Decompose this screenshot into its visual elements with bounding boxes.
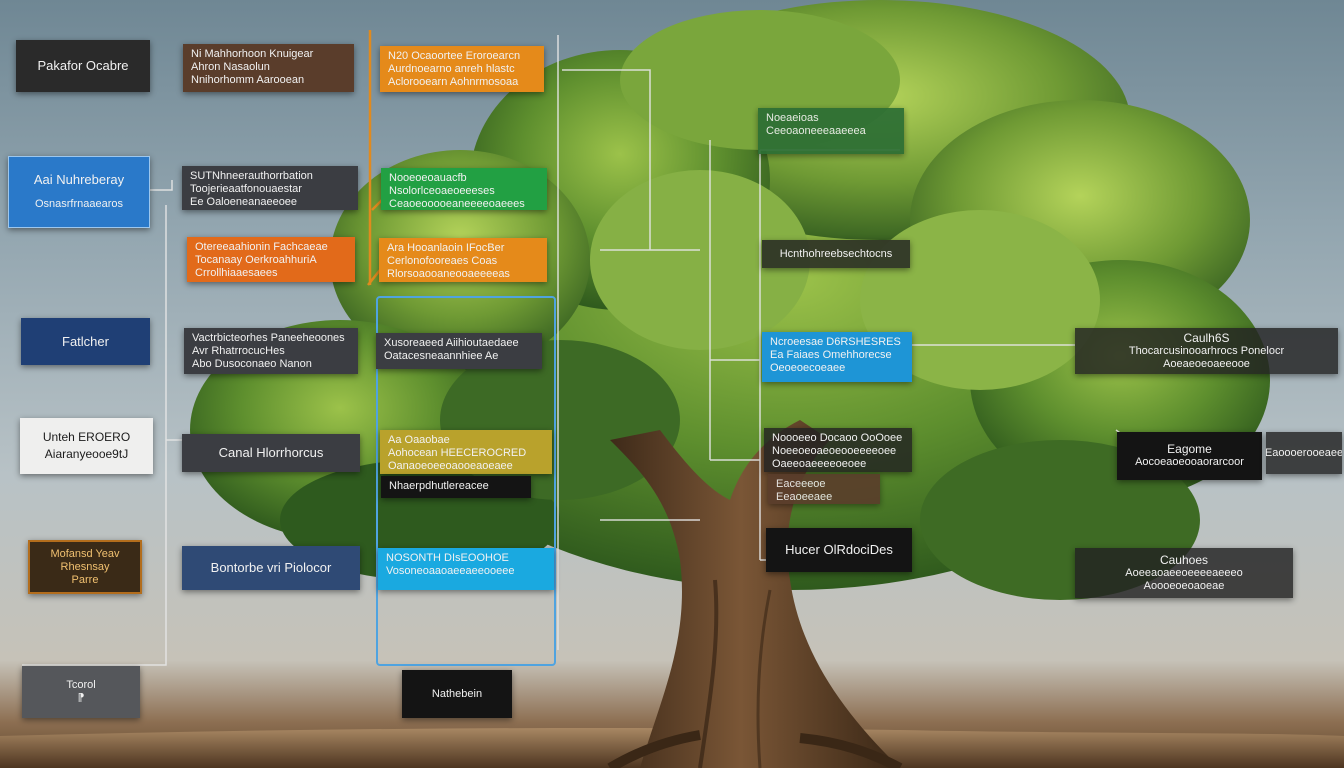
node-tree-gray-line1: Noooeeo Docaoo OoOoee bbox=[772, 432, 903, 444]
node-col1-1-line2: Ahron Nasaolun bbox=[191, 61, 270, 73]
node-col1-5-label: Canal Hlorrhorcus bbox=[218, 445, 324, 460]
node-tree-green-line2: Ceeoaoneeeaaeeea bbox=[766, 125, 866, 137]
node-tree-gray[interactable]: Noooeeo Docaoo OoOoee Noeeoeoaeoeooeeeeo… bbox=[764, 428, 912, 472]
node-col2-2-line3: Ceaoeooooeaneeeeoaeees bbox=[389, 198, 525, 210]
node-col1-3-line2: Tocanaay OerkroahhuriA bbox=[195, 254, 317, 266]
node-col1-4-line3: Abo Dusoconaeo Nanon bbox=[192, 358, 312, 370]
node-tree-green[interactable]: Noeaeioas Ceeoaoneeeaaeeea bbox=[758, 108, 904, 154]
node-col2-3[interactable]: Ara Hooanlaoin IFocBer Cerlonofooreaes C… bbox=[379, 238, 547, 282]
node-col2-3-line3: Rlorsoaooaneooaeeeeas bbox=[387, 268, 510, 280]
node-right-4[interactable]: Cauhoes Aoeeaoaeeoeeeeaeeeo Aoooeoeoaoea… bbox=[1075, 548, 1293, 598]
node-tree-brown[interactable]: Eaceeeoe Eeaoeeaee bbox=[768, 474, 880, 504]
root-node-label: Pakafor Ocabre bbox=[37, 58, 129, 73]
node-right-4-line3: Aoooeoeoaoeae bbox=[1143, 579, 1225, 592]
node-col2-5[interactable]: Aa Oaaobae Aohocean HEECEROCRED Oanaoeoe… bbox=[380, 430, 552, 474]
node-tree-label-1[interactable]: Hcnthohreebsechtocns bbox=[762, 240, 910, 268]
node-tree-label-1-text: Hcnthohreebsechtocns bbox=[779, 247, 893, 260]
node-col1-4-line1: Vactrbicteorhes Paneeheoones bbox=[192, 332, 345, 344]
node-right-1-line3: Aoeaeoeoaeeooe bbox=[1163, 357, 1250, 370]
node-col1-1[interactable]: Ni Mahhorhoon Knuigear Ahron Nasaolun Nn… bbox=[183, 44, 354, 92]
node-tree-cyan[interactable]: Ncroeesae D6RSHESRES Ea Faiaes Omehhorec… bbox=[762, 332, 912, 382]
node-right-1-title: Caulh6S bbox=[1183, 330, 1230, 345]
node-col2-6-label: Nhaerpdhutlereacee bbox=[389, 480, 489, 492]
node-col1-4-line2: Avr RhatrrocucHes bbox=[192, 345, 285, 357]
node-tree-label-2[interactable]: Hucer OlRdociDes bbox=[766, 528, 912, 572]
node-col2-bottom-label: Nathebein bbox=[431, 687, 483, 700]
node-col2-4-line2: Oatacesneaannhiee Ae bbox=[384, 350, 499, 362]
node-col2-7-line1: NOSONTH DIsEOOHOE bbox=[386, 552, 509, 564]
node-col1-3-line3: Crrollhiaaesaees bbox=[195, 267, 278, 279]
node-left-blue-title: Aai Nuhreberay bbox=[33, 172, 125, 187]
node-right-1[interactable]: Caulh6S Thocarcusinooarhrocs Ponelocr Ao… bbox=[1075, 328, 1338, 374]
node-col1-1-line1: Ni Mahhorhoon Knuigear bbox=[191, 48, 314, 60]
node-left-amber-line3: Parre bbox=[71, 573, 99, 586]
node-left-bottom-label: Tcorol bbox=[66, 679, 96, 691]
node-right-3-label: Eaoooerooeaee bbox=[1266, 446, 1342, 459]
node-left-navy-label: Fatlcher bbox=[62, 333, 109, 349]
node-col2-5-line1: Aa Oaaobae bbox=[388, 434, 450, 446]
node-right-2-title: Eagome bbox=[1167, 442, 1212, 456]
node-col2-6[interactable]: Nhaerpdhutlereacee bbox=[381, 476, 531, 498]
node-left-white[interactable]: Unteh EROERO Aiaranyeooe9tJ bbox=[20, 418, 153, 474]
node-col1-2[interactable]: SUTNhneerauthorrbation Toojerieaatfonoua… bbox=[182, 166, 358, 210]
node-left-navy[interactable]: Fatlcher bbox=[21, 318, 150, 365]
node-tree-cyan-line2: Ea Faiaes Omehhorecse bbox=[770, 349, 892, 361]
node-right-3[interactable]: Eaoooerooeaee bbox=[1266, 432, 1342, 474]
node-left-bottom-glyph: ⁋ bbox=[77, 692, 85, 704]
node-tree-gray-line2: Noeeoeoaeoeooeeeeoee bbox=[772, 445, 897, 457]
node-col2-4-line1: Xusoreaeed Aiihioutaedaee bbox=[384, 337, 519, 349]
node-col2-2-line2: Nsolorlceoaeoeeeses bbox=[389, 185, 495, 197]
node-left-amber-line1: Mofansd Yeav bbox=[50, 547, 120, 560]
node-col2-1-line1: N20 Ocaoortee Eroroearcn bbox=[388, 50, 521, 62]
node-col2-1[interactable]: N20 Ocaoortee Eroroearcn Aurdnoearno anr… bbox=[380, 46, 544, 92]
node-left-amber-line2: Rhesnsay bbox=[60, 560, 110, 573]
node-right-2-sub: Aocoeaoeooaorarcoor bbox=[1135, 456, 1244, 468]
node-left-white-title: Unteh EROERO bbox=[42, 430, 131, 444]
node-col1-5[interactable]: Canal Hlorrhorcus bbox=[182, 434, 360, 472]
node-col2-5-line3: Oanaoeoeeoaooeaoeaee bbox=[388, 460, 513, 472]
node-col1-3-line1: Otereeaahionin Fachcaeae bbox=[195, 241, 328, 253]
node-col1-3[interactable]: Otereeaahionin Fachcaeae Tocanaay Oerkro… bbox=[187, 237, 355, 282]
node-tree-green-line1: Noeaeioas bbox=[766, 112, 819, 124]
node-tree-brown-line1: Eaceeeoe bbox=[776, 478, 826, 490]
node-col2-3-line2: Cerlonofooreaes Coas bbox=[387, 255, 498, 267]
node-left-white-sub: Aiaranyeooe9tJ bbox=[44, 447, 129, 461]
node-tree-gray-line3: Oaeeoaeeeeoeoee bbox=[772, 458, 867, 470]
node-col2-1-line3: Aclorooearn Aohnrmosoaa bbox=[388, 76, 519, 88]
node-right-1-line2: Thocarcusinooarhrocs Ponelocr bbox=[1128, 344, 1285, 357]
node-tree-cyan-line3: Oeoeoecoeaee bbox=[770, 362, 846, 374]
root-node[interactable]: Pakafor Ocabre bbox=[16, 40, 150, 92]
node-left-bottom[interactable]: Tcorol ⁋ bbox=[22, 666, 140, 718]
node-col1-4[interactable]: Vactrbicteorhes Paneeheoones Avr Rhatrro… bbox=[184, 328, 358, 374]
node-col2-1-line2: Aurdnoearno anreh hlastc bbox=[388, 63, 515, 75]
node-col1-1-line3: Nnihorhomm Aarooean bbox=[191, 74, 305, 86]
node-right-4-title: Cauhoes bbox=[1159, 552, 1209, 567]
node-col1-6-label: Bontorbe vri Piolocor bbox=[210, 560, 332, 575]
node-left-amber[interactable]: Mofansd Yeav Rhesnsay Parre bbox=[28, 540, 142, 594]
node-col1-2-line1: SUTNhneerauthorrbation bbox=[190, 170, 313, 182]
node-col1-2-line3: Ee Oaloeneanaeeoee bbox=[190, 196, 298, 208]
node-col2-7-line2: Vosoneoaaoaeeaeeooeee bbox=[386, 565, 515, 577]
node-left-blue-sub: Osnasrfrnaaearos bbox=[34, 198, 124, 210]
node-tree-brown-line2: Eeaoeeaee bbox=[776, 491, 833, 503]
node-tree-cyan-line1: Ncroeesae D6RSHESRES bbox=[770, 336, 901, 348]
node-right-4-line2: Aoeeaoaeeoeeeeaeeeo bbox=[1125, 566, 1243, 579]
node-col2-7[interactable]: NOSONTH DIsEOOHOE Vosoneoaaoaeeaeeooeee bbox=[378, 548, 554, 590]
node-col2-2-line1: Nooeoeoauacfb bbox=[389, 172, 467, 184]
node-col1-6[interactable]: Bontorbe vri Piolocor bbox=[182, 546, 360, 590]
node-col2-5-line2: Aohocean HEECEROCRED bbox=[388, 447, 527, 459]
node-col2-2[interactable]: Nooeoeoauacfb Nsolorlceoaeoeeeses Ceaoeo… bbox=[381, 168, 547, 210]
node-left-blue[interactable]: Aai Nuhreberay Osnasrfrnaaearos bbox=[8, 156, 150, 228]
node-col2-3-line1: Ara Hooanlaoin IFocBer bbox=[387, 242, 505, 254]
node-right-2[interactable]: Eagome Aocoeaoeooaorarcoor bbox=[1117, 432, 1262, 480]
node-tree-label-2-text: Hucer OlRdociDes bbox=[785, 542, 893, 557]
node-col2-4[interactable]: Xusoreaeed Aiihioutaedaee Oatacesneaannh… bbox=[376, 333, 542, 369]
node-col1-2-line2: Toojerieaatfonouaestar bbox=[190, 183, 302, 195]
node-col2-bottom[interactable]: Nathebein bbox=[402, 670, 512, 718]
